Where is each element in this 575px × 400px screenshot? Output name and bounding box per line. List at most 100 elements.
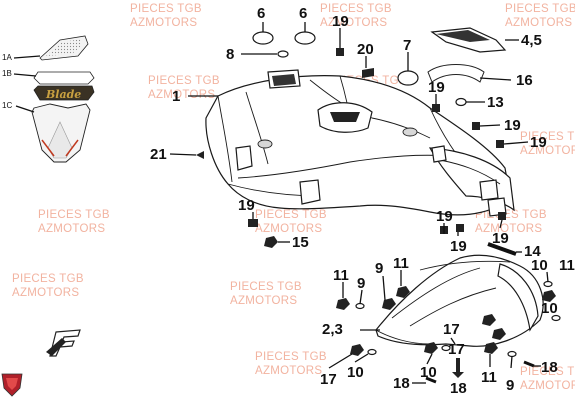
watermark-line2: AZMOTORS <box>255 223 322 235</box>
watermark-line2: AZMOTORS <box>38 223 105 235</box>
brand-f-logo: F <box>46 329 81 357</box>
leader-1a <box>13 55 41 59</box>
callout-9a: 9 <box>357 275 365 292</box>
callout-19c: 19 <box>504 117 521 134</box>
strip-14 <box>487 242 517 256</box>
nut-11 <box>350 344 364 356</box>
lower-hardware <box>336 280 561 384</box>
decal-1a <box>39 35 89 61</box>
callout-10a: 10 <box>531 257 548 274</box>
watermark-line1: PIECES TGB <box>255 351 327 363</box>
callout-10c: 10 <box>420 364 437 381</box>
watermark-line2: AZMOTORS <box>12 287 79 299</box>
nut-11 <box>542 290 556 302</box>
watermark-line2: AZMOTORS <box>475 223 542 235</box>
leader-1b <box>13 73 37 77</box>
callout-1c: 1C <box>2 101 12 110</box>
clip-19 <box>472 122 480 130</box>
clip-19 <box>432 104 440 112</box>
grommets-and-caps <box>196 27 517 256</box>
bolt-18 <box>523 360 535 368</box>
callout-2-3: 2,3 <box>322 321 343 338</box>
clip-20 <box>362 68 374 78</box>
clip-19 <box>336 48 344 56</box>
callout-11c: 11 <box>559 257 575 274</box>
brand-shield-logo <box>1 373 23 397</box>
washer-9 <box>507 350 517 358</box>
nut-11 <box>424 342 438 354</box>
callout-16: 16 <box>516 72 533 89</box>
watermark-line1: PIECES TGB <box>38 209 110 221</box>
watermark-line1: PIECES TGB <box>520 131 575 143</box>
callout-17a: 17 <box>443 321 460 338</box>
clip-19 <box>248 219 258 227</box>
nut-11 <box>482 314 496 326</box>
callout-18b: 18 <box>450 380 467 397</box>
callout-9b: 9 <box>375 260 383 277</box>
callout-21: 21 <box>150 146 167 163</box>
clip-19 <box>456 224 464 232</box>
leader-lines <box>169 22 549 384</box>
leader-1c <box>15 105 35 113</box>
watermark-line1: PIECES TGB <box>148 75 220 87</box>
grommet-13 <box>455 97 467 107</box>
watermark-line1: PIECES TGB <box>255 209 327 221</box>
callout-18a: 18 <box>393 375 410 392</box>
watermark-line1: PIECES TGB <box>130 3 202 15</box>
watermark-line2: AZMOTORS <box>520 145 575 157</box>
watermark-line2: AZMOTORS <box>230 295 297 307</box>
watermark-line1: PIECES TGB <box>320 3 392 15</box>
decal-blade-text: Blade <box>45 88 81 101</box>
washer-10 <box>367 348 377 356</box>
watermark-line1: PIECES TGB <box>230 281 302 293</box>
front-fender-part <box>205 69 515 217</box>
clip-19 <box>498 212 506 220</box>
screw-21 <box>196 151 204 159</box>
watermark-line1: PIECES TGB <box>520 366 575 378</box>
callout-9c: 9 <box>506 377 514 394</box>
callout-20: 20 <box>357 41 374 58</box>
clip-19 <box>496 140 504 148</box>
washer-10 <box>441 344 451 352</box>
washer-10 <box>551 314 561 322</box>
watermark-line2: AZMOTORS <box>520 380 575 392</box>
grommet-8 <box>277 50 289 58</box>
callout-10b: 10 <box>347 364 364 381</box>
callout-4-5: 4,5 <box>521 32 542 49</box>
cap-7 <box>397 70 419 86</box>
nut-11 <box>396 286 410 298</box>
callout-13: 13 <box>487 94 504 111</box>
nut-11 <box>336 298 350 310</box>
callout-17b: 17 <box>320 371 337 388</box>
callout-19f: 19 <box>436 208 453 225</box>
watermark-line2: AZMOTORS <box>255 365 322 377</box>
callout-6b: 6 <box>299 5 307 22</box>
callout-11a: 11 <box>333 267 349 284</box>
callout-19d: 19 <box>530 134 547 151</box>
callout-1b: 1B <box>2 69 12 78</box>
watermark-line2: AZMOTORS <box>148 89 215 101</box>
callout-1: 1 <box>172 88 180 105</box>
watermark-line1: PIECES TGB <box>505 3 575 15</box>
nut-11 <box>484 342 498 354</box>
callout-7: 7 <box>403 37 411 54</box>
callout-17c: 17 <box>448 341 465 358</box>
seal-16 <box>427 64 485 83</box>
callout-11b: 11 <box>393 255 409 272</box>
watermark-line1: PIECES TGB <box>12 273 84 285</box>
nut-15 <box>264 236 278 248</box>
cap-6b <box>294 31 316 45</box>
callout-labels: 1A 1B 1C 1 21 8 6 6 19 20 7 4,5 16 19 13… <box>2 5 575 397</box>
callout-6a: 6 <box>257 5 265 22</box>
callout-14: 14 <box>524 243 541 260</box>
watermark-line2: AZMOTORS <box>320 17 387 29</box>
callout-19e: 19 <box>238 197 255 214</box>
callout-1a: 1A <box>2 53 12 62</box>
washer-10 <box>543 280 553 288</box>
f-logo-letter: F <box>66 345 67 347</box>
nut-11 <box>492 328 506 340</box>
nut-11 <box>382 298 396 310</box>
watermark-line2: AZMOTORS <box>130 17 197 29</box>
cap-6a <box>252 31 274 45</box>
callout-19b: 19 <box>428 79 445 96</box>
